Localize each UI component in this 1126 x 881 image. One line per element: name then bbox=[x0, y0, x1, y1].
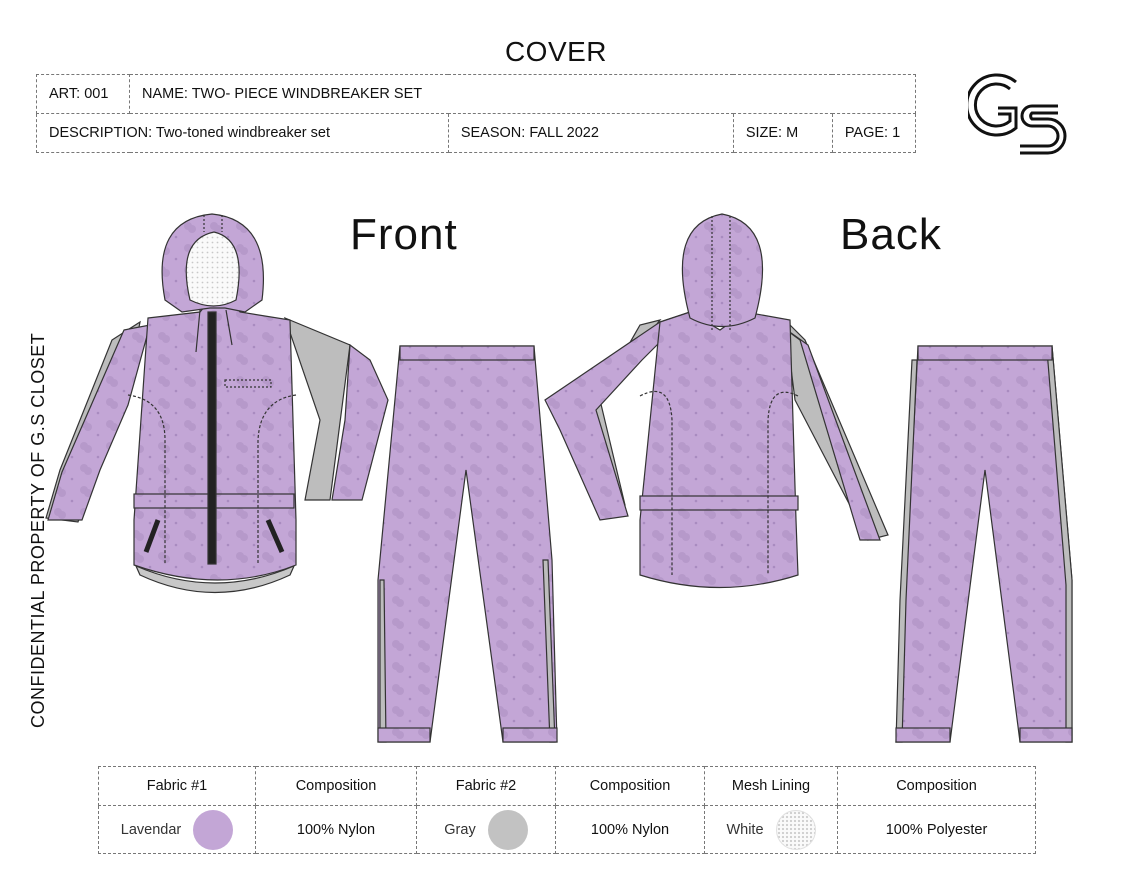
back-pants-cuff-left bbox=[895, 727, 951, 743]
front-jacket-hood-mesh bbox=[185, 231, 240, 307]
front-jacket-pocket-right bbox=[265, 518, 285, 554]
fabric-2-composition: 100% Nylon bbox=[555, 805, 705, 854]
fabric-header-2: Fabric #2 bbox=[416, 766, 556, 806]
art-number: ART: 001 bbox=[36, 74, 130, 114]
front-jacket-zipper bbox=[207, 311, 217, 565]
fabric-1-name: Lavendar bbox=[120, 821, 182, 838]
season: SEASON: FALL 2022 bbox=[447, 113, 734, 153]
front-pants-waistband bbox=[399, 345, 535, 361]
front-pants bbox=[377, 345, 558, 743]
back-jacket-sleeve-left bbox=[544, 311, 691, 521]
spec-header-table: ART: 001 NAME: TWO- PIECE WINDBREAKER SE… bbox=[36, 74, 917, 153]
back-jacket-sleeve-right bbox=[769, 317, 881, 541]
front-drawcord-right bbox=[225, 309, 233, 346]
mesh-lining-header: Mesh Lining bbox=[704, 766, 838, 806]
fabric-2-cell: Gray bbox=[416, 805, 556, 854]
lavender-swatch bbox=[193, 809, 234, 850]
back-pants bbox=[895, 344, 1073, 743]
back-jacket-waistband bbox=[639, 495, 799, 511]
back-pants-cuff-right bbox=[1019, 727, 1073, 743]
front-jacket bbox=[45, 213, 389, 593]
back-pants-shape bbox=[895, 345, 1073, 743]
composition-header-2: Composition bbox=[555, 766, 705, 806]
fabric-2-name: Gray bbox=[444, 821, 476, 838]
mesh-name: White bbox=[726, 821, 764, 838]
front-jacket-sleeve-right bbox=[331, 343, 389, 501]
back-jacket-hood bbox=[681, 213, 764, 327]
front-view-label: Front bbox=[350, 210, 458, 259]
front-jacket-sleeve-right-gray bbox=[284, 316, 351, 501]
back-view-label: Back bbox=[840, 210, 942, 259]
back-jacket bbox=[544, 213, 889, 589]
gs-logo bbox=[968, 73, 1067, 155]
composition-header-1: Composition bbox=[255, 766, 417, 806]
fabric-1-cell: Lavendar bbox=[98, 805, 256, 854]
front-pants-cuff-left bbox=[377, 727, 431, 743]
front-jacket-sleeve-left bbox=[47, 324, 151, 521]
front-pants-shape bbox=[377, 345, 558, 743]
front-jacket-hem-gray bbox=[134, 564, 296, 593]
gray-swatch bbox=[487, 809, 528, 850]
page-number: PAGE: 1 bbox=[831, 113, 917, 153]
fabric-table: Fabric #1 Composition Fabric #2 Composit… bbox=[98, 766, 1036, 854]
fabric-header-1: Fabric #1 bbox=[98, 766, 256, 806]
mesh-swatch bbox=[775, 809, 816, 850]
back-jacket-body bbox=[639, 311, 799, 589]
composition-header-3: Composition bbox=[837, 766, 1036, 806]
front-pants-cuff-right bbox=[502, 727, 558, 743]
front-jacket-pocket-left bbox=[143, 519, 161, 553]
front-drawcord-left bbox=[195, 309, 201, 353]
product-description: DESCRIPTION: Two-toned windbreaker set bbox=[36, 113, 449, 153]
product-name: NAME: TWO- PIECE WINDBREAKER SET bbox=[129, 74, 916, 114]
mesh-cell: White bbox=[704, 805, 838, 854]
back-pants-waistband bbox=[917, 345, 1053, 361]
page-title: COVER bbox=[504, 36, 608, 67]
mesh-composition: 100% Polyester bbox=[837, 805, 1036, 854]
size: SIZE: M bbox=[732, 113, 833, 153]
front-jacket-chest-pocket bbox=[224, 379, 272, 388]
fabric-1-composition: 100% Nylon bbox=[255, 805, 417, 854]
